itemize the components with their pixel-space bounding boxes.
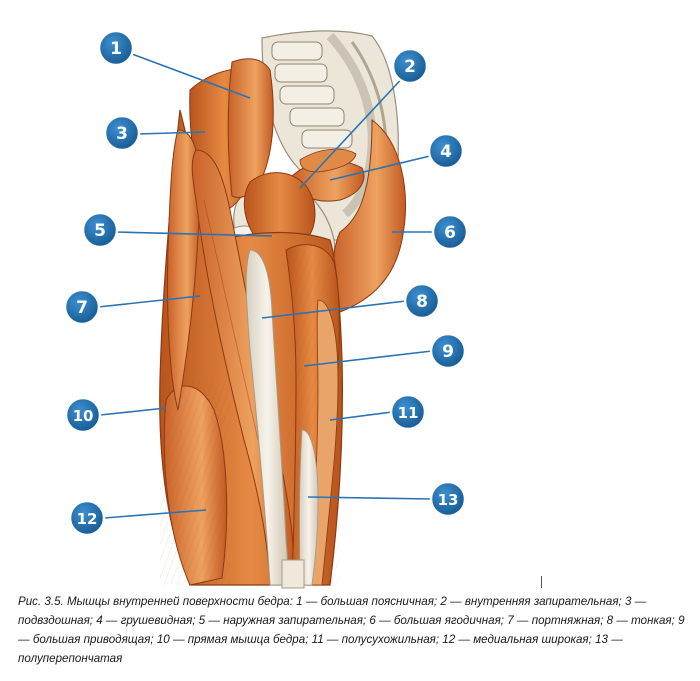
callout-8: 8	[403, 282, 441, 320]
callout-13: 13	[429, 480, 467, 518]
callout-11-label: 11	[398, 404, 419, 422]
callout-10: 10	[64, 396, 102, 434]
callout-1: 1	[97, 29, 135, 67]
callout-5: 5	[81, 211, 119, 249]
callout-4-label: 4	[440, 142, 452, 162]
callout-1-label: 1	[110, 39, 122, 59]
callout-12-label: 12	[77, 510, 98, 528]
callout-11: 11	[389, 393, 427, 431]
callout-12: 12	[68, 499, 106, 537]
callout-9-label: 9	[442, 342, 454, 362]
callout-3-label: 3	[116, 124, 128, 144]
callout-2: 2	[391, 47, 429, 85]
callout-5-label: 5	[94, 221, 106, 241]
semimembranosus-shape	[299, 429, 319, 586]
callout-10-label: 10	[73, 407, 94, 425]
semitendinosus-shape	[311, 299, 339, 586]
callout-2-label: 2	[404, 57, 416, 77]
obturator-internus-shape	[299, 148, 357, 173]
leader-lines	[97, 53, 434, 519]
callout-7: 7	[63, 288, 101, 326]
callout-6-label: 6	[444, 223, 456, 243]
callout-13-label: 13	[438, 491, 459, 509]
callout-3: 3	[103, 114, 141, 152]
callout-8-label: 8	[416, 292, 428, 312]
thigh-muscles-illustration: 1 2 3 4 5 6 7 8 9 10 11 12	[63, 29, 469, 589]
text-cursor-mark	[541, 576, 542, 588]
callout-6: 6	[431, 213, 469, 251]
callout-4: 4	[427, 132, 465, 170]
femur-shaft	[281, 559, 305, 589]
callout-9: 9	[429, 332, 467, 370]
figure-caption: Рис. 3.5. Мышцы внутренней поверхности б…	[18, 595, 685, 665]
callout-7-label: 7	[76, 298, 88, 318]
